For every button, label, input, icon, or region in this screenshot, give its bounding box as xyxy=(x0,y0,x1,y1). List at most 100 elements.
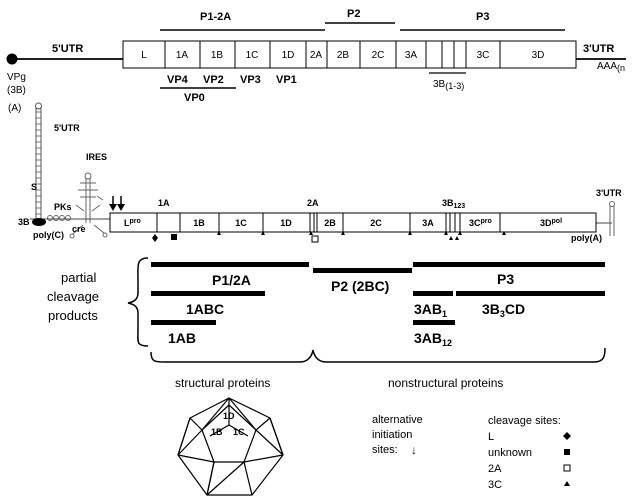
marker-3c-2b2c xyxy=(341,231,345,235)
nonstructural-proteins-label: nonstructural proteins xyxy=(388,376,503,390)
bar-p12a xyxy=(151,262,309,267)
partial-cleavage-products: partial cleavage products P1/2A 1ABC 1AB… xyxy=(47,257,605,348)
bar-label-1abc: 1ABC xyxy=(186,301,224,317)
panel-a-polyprotein-box xyxy=(109,212,597,233)
vp3-label: VP3 xyxy=(240,74,261,86)
bar-3ab1 xyxy=(413,291,453,296)
group-label-p3: P3 xyxy=(476,11,489,23)
marker-3c-1b1c xyxy=(217,231,221,235)
panel-a: (A) 5'UTR S IRES xyxy=(8,102,622,243)
panel-a-seg-1b: 1B xyxy=(193,218,205,228)
bar-label-3ab1: 3AB1 xyxy=(414,301,447,319)
top-segment-labels: L 1A 1B 1C 1D 2A 2B 2C 3A 3C 3D xyxy=(141,50,544,61)
utr3-hairpin xyxy=(609,201,615,236)
panel-a-polya-label: poly(A) xyxy=(571,233,602,243)
vpg-dot xyxy=(6,53,18,65)
cleavage-site-markers xyxy=(152,231,506,243)
top-seg-1a: 1A xyxy=(176,50,189,61)
bar-label-1ab: 1AB xyxy=(168,330,196,346)
cre-label: cre xyxy=(72,224,86,234)
vp0-label: VP0 xyxy=(184,92,205,104)
group-label-p12a: P1-2A xyxy=(200,11,231,23)
structural-proteins-label: structural proteins xyxy=(175,376,270,390)
marker-3c-3b1 xyxy=(449,236,453,240)
legend-filled-square-icon xyxy=(564,449,570,455)
bar-3ab12 xyxy=(413,320,455,325)
pks-label: PKs xyxy=(54,202,72,212)
panel-a-seg-lpro: Lpro xyxy=(124,218,141,228)
top-seg-2c: 2C xyxy=(372,50,385,61)
legend-item-3c-label: 3C xyxy=(488,479,502,491)
three-b-label: 3B(1-3) xyxy=(433,79,464,91)
bar-1abc xyxy=(151,291,265,296)
legend-alt-arrow-icon: ↓ xyxy=(411,443,417,457)
capsid-1c-label: 1C xyxy=(233,427,245,437)
s-fragment-stem xyxy=(35,102,42,222)
top-segment-dividers xyxy=(164,41,501,68)
partial-label-line-3: products xyxy=(48,308,98,323)
top-seg-2b: 2B xyxy=(337,50,350,61)
panel-a-seg-2b: 2B xyxy=(324,218,336,228)
panel-a-1a-label: 1A xyxy=(158,198,170,208)
legend-item-unknown-label: unknown xyxy=(488,447,532,459)
marker-3c-1c1d xyxy=(261,231,265,235)
ires-structure xyxy=(69,172,108,239)
panel-a-segment-labels: Lpro 1B 1C 1D 2B 2C 3A 3Cpro 3Dpol xyxy=(124,218,562,228)
bar-label-p12a: P1/2A xyxy=(212,272,251,288)
top-seg-l: L xyxy=(141,50,147,61)
legend-alt-line-2: initiation xyxy=(372,429,412,441)
category-brace: structural proteins nonstructural protei… xyxy=(150,347,606,390)
vp4-label: VP4 xyxy=(167,74,189,86)
marker-3c-3c3d xyxy=(502,231,506,235)
top-seg-3c: 3C xyxy=(477,50,490,61)
legend-open-square-icon xyxy=(563,464,571,472)
panel-a-seg-3c: 3Cpro xyxy=(469,218,492,228)
marker-3c-2c3a xyxy=(408,231,412,235)
bar-label-3b3cd: 3B3CD xyxy=(482,301,525,319)
vp1-label: VP1 xyxy=(276,74,297,86)
panel-a-3b-label-above: 3B123 xyxy=(442,198,465,210)
panel-a-seg-1c: 1C xyxy=(235,218,247,228)
marker-3c-3a3b xyxy=(444,231,448,235)
top-polyprotein-box xyxy=(122,40,577,69)
bar-label-p2: P2 (2BC) xyxy=(331,278,389,294)
legend-diamond-icon xyxy=(563,432,571,440)
ires-label: IRES xyxy=(86,152,107,162)
top-utr5-label: 5'UTR xyxy=(52,43,83,55)
s-fragment-label: S xyxy=(31,182,37,192)
top-seg-2a: 2A xyxy=(310,50,323,61)
panel-a-seg-3d: 3Dpol xyxy=(540,218,562,228)
partial-label-line-1: partial xyxy=(61,270,97,285)
legend-cleavage-title: cleavage sites: xyxy=(488,415,561,427)
panel-a-utr5-label: 5'UTR xyxy=(54,123,80,133)
bar-p3 xyxy=(413,262,605,267)
marker-unknown-square xyxy=(171,234,177,240)
panel-a-segment-dividers xyxy=(156,213,501,232)
pseudoknots xyxy=(47,215,71,221)
vpg-label: VPg xyxy=(7,72,26,83)
legend-triangle-icon xyxy=(564,481,570,486)
legend-alt-line-1: alternative xyxy=(372,414,423,426)
legend: alternative initiation sites: ↓ cleavage… xyxy=(372,414,571,491)
top-seg-1c: 1C xyxy=(246,50,259,61)
legend-alt-line-3: sites: xyxy=(372,444,398,456)
top-seg-1d: 1D xyxy=(282,50,295,61)
marker-l-diamond xyxy=(152,234,158,242)
vp2-label: VP2 xyxy=(203,74,224,86)
panel-a-3b-vpg xyxy=(32,218,46,226)
top-genome-map: P1-2A P2 P3 5'UTR 3'UTR AAA(n VPg (3B) xyxy=(6,8,626,104)
bar-label-p3: P3 xyxy=(497,271,514,287)
bar-label-3ab12: 3AB12 xyxy=(414,330,452,348)
top-seg-1b: 1B xyxy=(211,50,224,61)
polyc-label: poly(C) xyxy=(33,230,64,240)
top-seg-3a: 3A xyxy=(405,50,418,61)
marker-3c-3b2 xyxy=(455,236,459,240)
bar-1ab xyxy=(151,320,216,325)
top-seg-3d: 3D xyxy=(532,50,545,61)
panel-a-utr3-label: 3'UTR xyxy=(596,188,622,198)
top-polya-label: AAA(n xyxy=(597,61,625,73)
bar-3b3cd xyxy=(456,291,605,296)
capsid-icosahedron xyxy=(177,397,284,496)
alt-initiation-arrows xyxy=(109,196,125,211)
